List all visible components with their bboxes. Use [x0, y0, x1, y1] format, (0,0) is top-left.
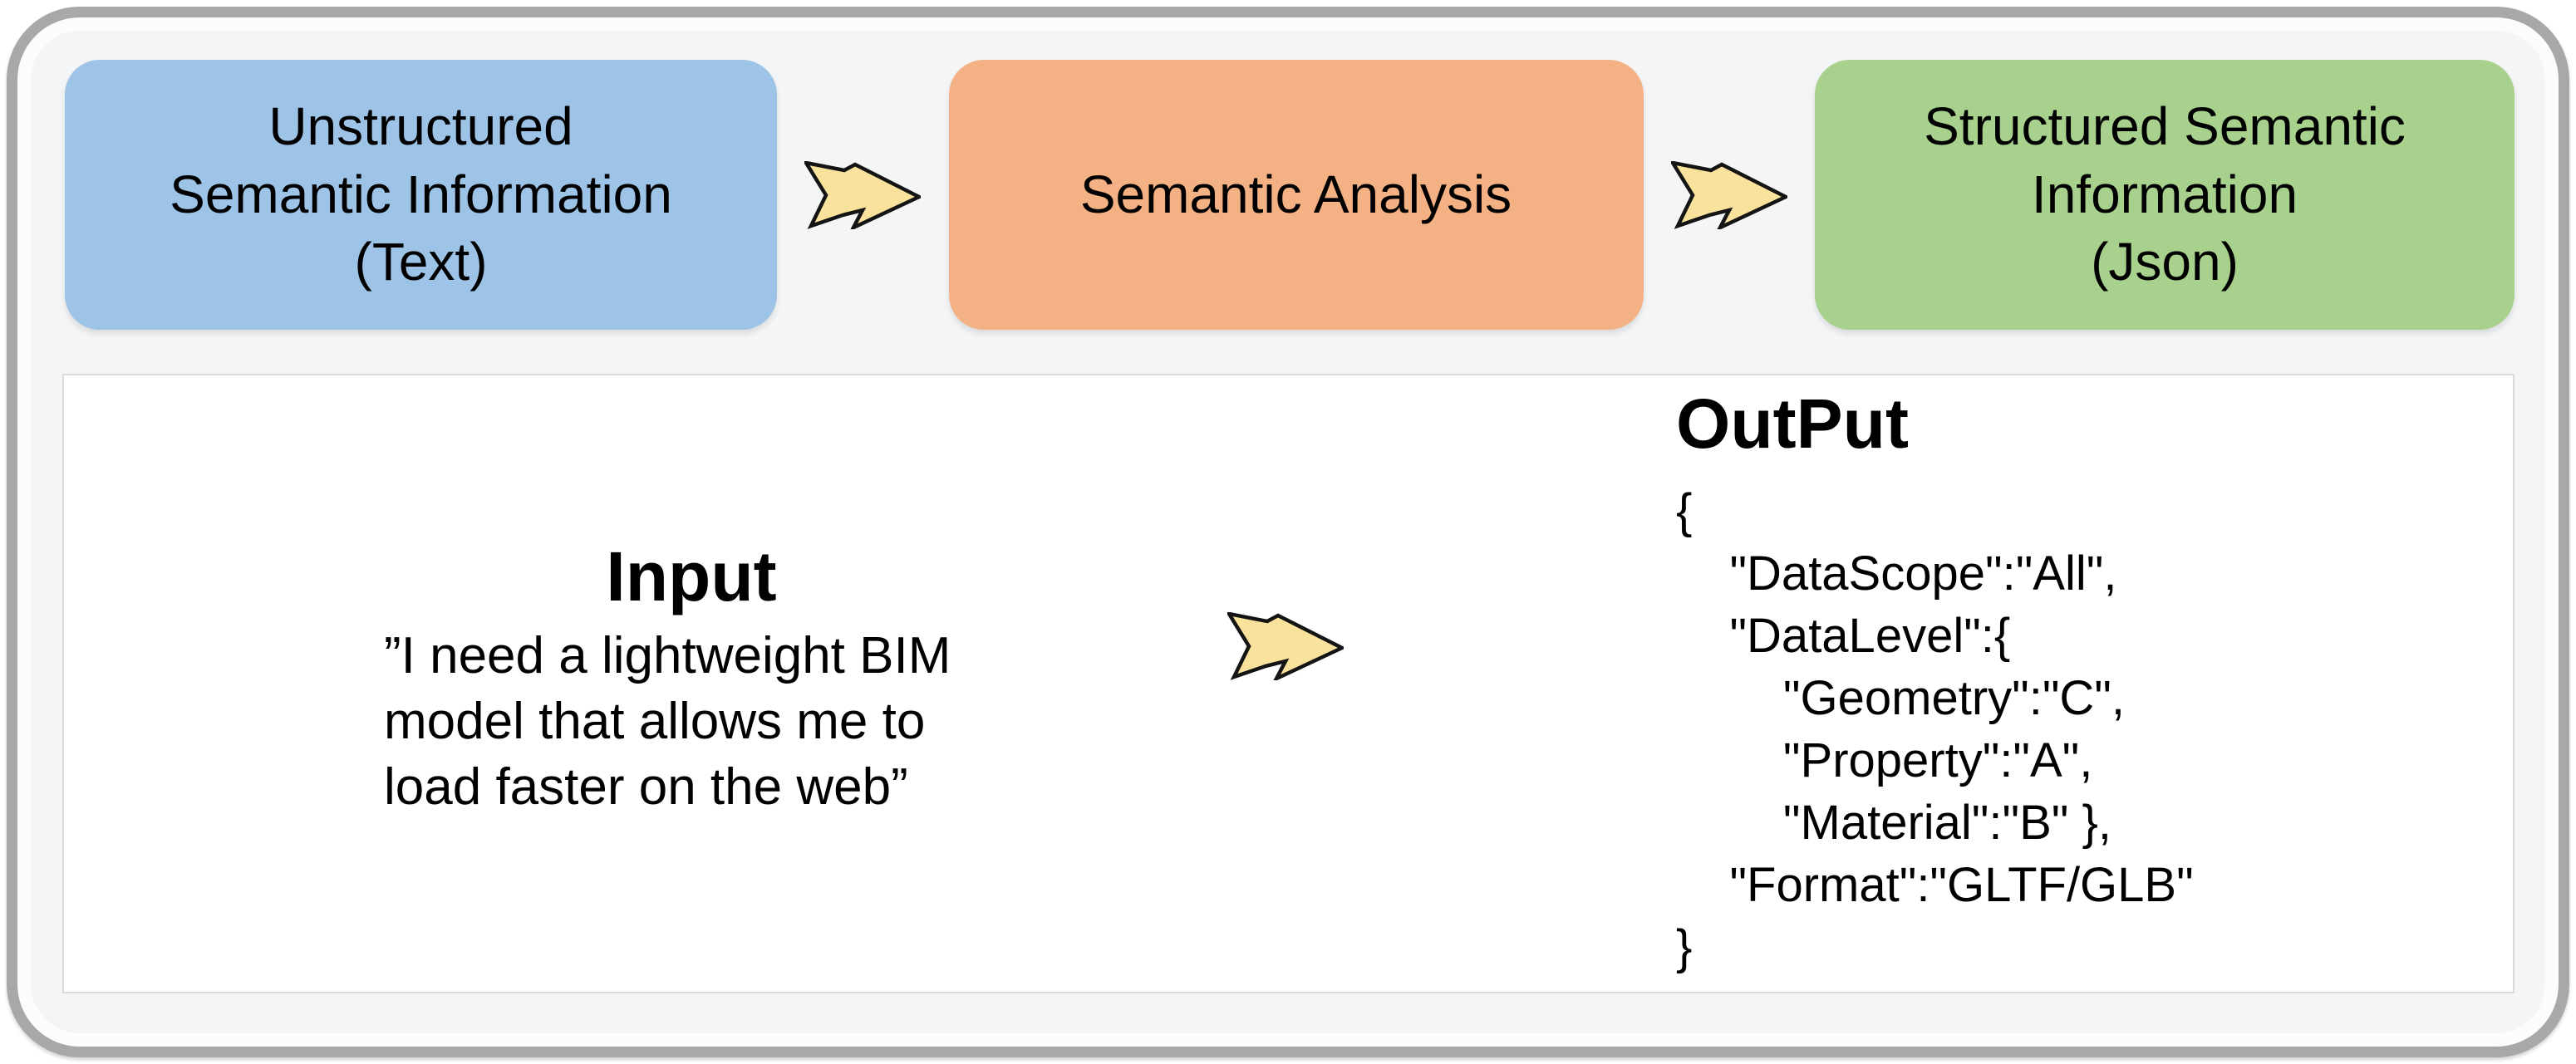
flow-box-unstructured-label: Unstructured Semantic Information (Text): [170, 96, 672, 292]
flow-box-structured-json-label: Structured Semantic Information (Json): [1924, 96, 2406, 292]
flow-row: Unstructured Semantic Information (Text)…: [65, 60, 2515, 330]
input-heading: Input: [606, 537, 777, 615]
output-block: OutPut { "DataScope":"All", "DataLevel":…: [1676, 385, 2490, 978]
output-heading: OutPut: [1676, 385, 1909, 463]
input-block: Input ”I need a lightweight BIM model th…: [384, 538, 999, 820]
flow-box-semantic-analysis: Semantic Analysis: [948, 60, 1644, 330]
flow-box-unstructured-text: Unstructured Semantic Information (Text): [65, 60, 777, 330]
flow-arrow-2-icon: [1670, 160, 1787, 229]
example-panel: Input ”I need a lightweight BIM model th…: [62, 374, 2515, 993]
flow-box-structured-json: Structured Semantic Information (Json): [1815, 60, 2515, 330]
diagram-frame: Unstructured Semantic Information (Text)…: [7, 7, 2569, 1057]
input-output-arrow-icon: [1227, 612, 1344, 680]
flow-box-semantic-analysis-label: Semantic Analysis: [1079, 164, 1512, 224]
input-quote-text: ”I need a lightweight BIM model that all…: [384, 627, 951, 816]
output-json-code: { "DataScope":"All", "DataLevel":{ "Geom…: [1676, 484, 2194, 975]
flow-arrow-1-icon: [804, 160, 922, 229]
